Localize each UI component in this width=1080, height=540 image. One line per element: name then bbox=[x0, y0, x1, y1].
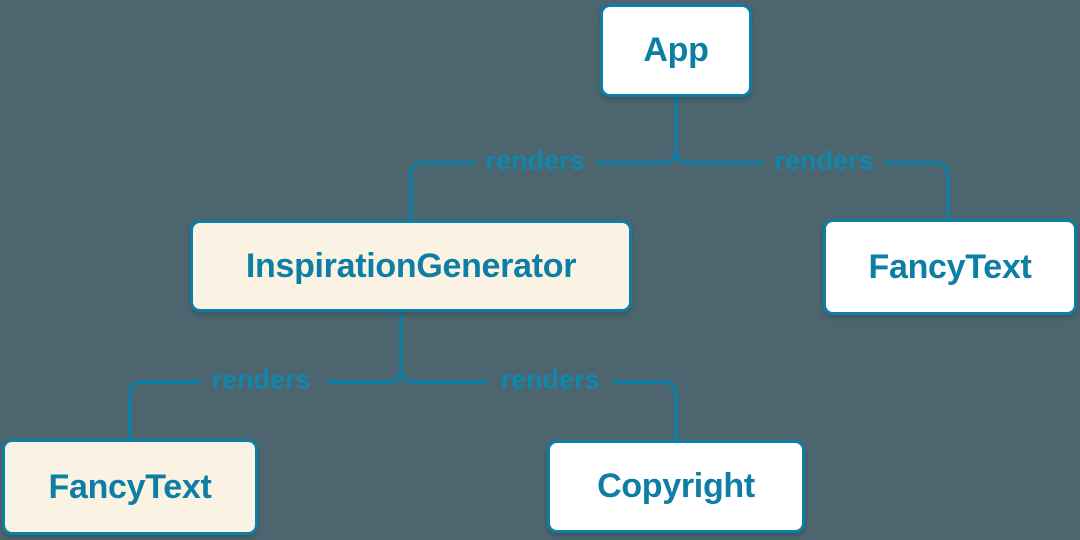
node-fancy-text-left: FancyText bbox=[2, 439, 258, 535]
node-app-label: App bbox=[643, 31, 709, 69]
node-fancy-text-right-label: FancyText bbox=[868, 247, 1032, 286]
node-app: App bbox=[600, 4, 752, 97]
node-fancy-text-left-label: FancyText bbox=[48, 467, 212, 506]
edge-app-to-fancytext-segment bbox=[884, 161, 950, 220]
node-fancy-text-right: FancyText bbox=[823, 219, 1077, 315]
node-inspiration-generator-label: InspirationGenerator bbox=[245, 246, 577, 285]
node-copyright-label: Copyright bbox=[597, 467, 755, 505]
edge-label-renders-app-fancytext: renders bbox=[774, 145, 874, 176]
edge-app-to-inspirationgenerator-segment bbox=[409, 161, 476, 221]
edge-label-renders-inspirationgenerator-fancytext: renders bbox=[211, 364, 311, 395]
edge-inspirationgenerator-to-fancytext-segment bbox=[326, 311, 403, 384]
edge-inspirationgenerator-to-copyright-segment bbox=[399, 368, 488, 384]
node-inspiration-generator: InspirationGenerator bbox=[190, 220, 632, 312]
edge-label-renders-app-inspirationgenerator: renders bbox=[485, 145, 585, 176]
edge-app-to-fancytext-segment bbox=[674, 148, 764, 165]
edge-inspirationgenerator-to-copyright-segment bbox=[612, 380, 678, 441]
edge-app-to-inspirationgenerator-segment bbox=[596, 95, 678, 165]
node-copyright: Copyright bbox=[547, 440, 805, 533]
edge-inspirationgenerator-to-fancytext-segment bbox=[128, 380, 202, 440]
edge-label-renders-inspirationgenerator-copyright: renders bbox=[500, 364, 600, 395]
